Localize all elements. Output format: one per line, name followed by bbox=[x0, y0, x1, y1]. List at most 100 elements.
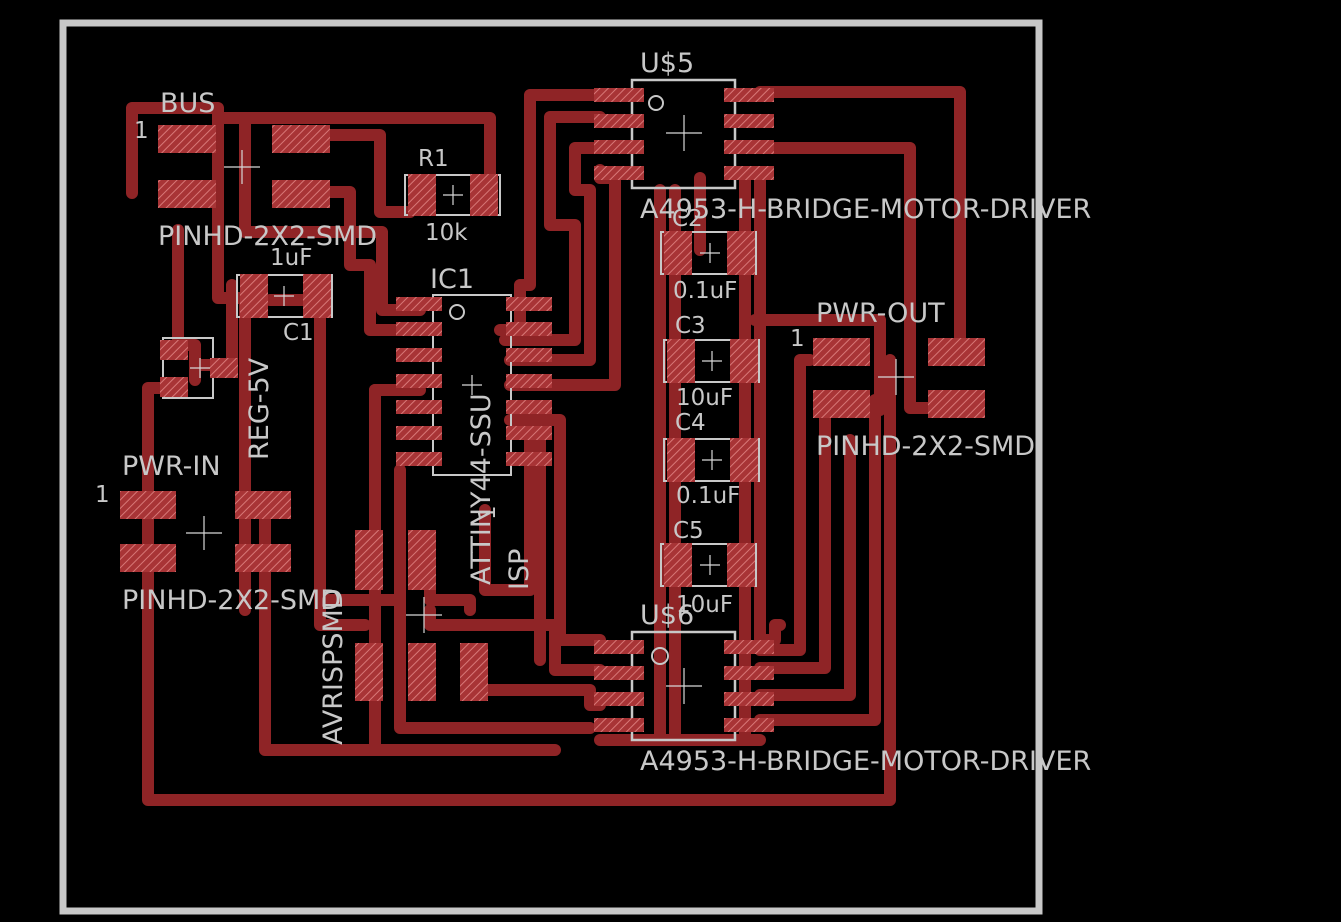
pad bbox=[120, 544, 176, 572]
c1-label: C1 bbox=[283, 320, 314, 346]
r1-label: R1 bbox=[418, 146, 449, 172]
trace bbox=[424, 604, 606, 676]
pwr-out-label: PWR-OUT bbox=[816, 298, 945, 329]
trace bbox=[754, 394, 881, 726]
pad bbox=[158, 180, 216, 208]
pad bbox=[355, 530, 383, 590]
pad bbox=[724, 140, 774, 154]
trace bbox=[259, 499, 561, 756]
pad bbox=[470, 174, 498, 216]
capacitor-c1: 1uF C1 bbox=[236, 245, 333, 346]
trace bbox=[212, 112, 496, 214]
u5-part-label: A4953-H-BRIDGE-MOTOR-DRIVER bbox=[640, 194, 1091, 225]
pad bbox=[210, 358, 238, 378]
trace bbox=[142, 354, 896, 806]
u5-motor-driver: U$5 A4953-H-BRIDGE-MOTOR-DRIVER bbox=[594, 48, 1091, 225]
reg-label: REG-5V bbox=[244, 357, 275, 460]
pad bbox=[158, 125, 216, 153]
pad bbox=[594, 666, 644, 680]
pwr-out-pin1-label: 1 bbox=[790, 326, 805, 352]
pad bbox=[396, 426, 442, 440]
pad bbox=[396, 400, 442, 414]
pwr-out-header: PWR-OUT 1 PINHD-2X2-SMD bbox=[790, 298, 1035, 462]
trace bbox=[754, 86, 966, 361]
avrisp-label: AVRISPSMD bbox=[318, 588, 349, 745]
pad bbox=[355, 643, 383, 701]
pwr-in-pin1-label: 1 bbox=[95, 482, 110, 508]
pad bbox=[594, 718, 644, 732]
c2-label: C2 bbox=[672, 206, 703, 232]
pad bbox=[724, 718, 774, 732]
isp-label: ISP bbox=[504, 549, 535, 590]
isp-pin1-label: 1 bbox=[475, 505, 501, 520]
pad bbox=[408, 643, 436, 701]
trace bbox=[284, 129, 416, 218]
trace bbox=[464, 684, 606, 711]
bus-package-label: PINHD-2X2-SMD bbox=[158, 221, 377, 252]
pad bbox=[396, 297, 442, 311]
pad bbox=[506, 322, 552, 336]
pad bbox=[724, 640, 774, 654]
pad bbox=[506, 426, 552, 440]
pwr-in-package-label: PINHD-2X2-SMD bbox=[122, 585, 341, 616]
c3-label: C3 bbox=[675, 313, 706, 339]
ic1-part-label: ATTINY44-SSU bbox=[466, 393, 497, 585]
trace bbox=[394, 464, 596, 734]
trace bbox=[754, 434, 856, 701]
pad bbox=[240, 274, 268, 318]
u6-label: U$6 bbox=[640, 600, 694, 631]
pad bbox=[235, 544, 291, 572]
pad bbox=[724, 114, 774, 128]
trace bbox=[264, 294, 371, 631]
pad bbox=[396, 348, 442, 362]
component-outline bbox=[236, 274, 333, 318]
c3-value-label: 10uF bbox=[676, 385, 733, 411]
pad bbox=[667, 339, 695, 383]
c1-value-label: 1uF bbox=[270, 245, 312, 271]
u5-label: U$5 bbox=[640, 48, 694, 79]
c4-label: C4 bbox=[675, 410, 706, 436]
capacitor-c4: C4 0.1uF bbox=[663, 410, 760, 509]
pwr-out-package-label: PINHD-2X2-SMD bbox=[816, 431, 1035, 462]
pad bbox=[727, 231, 755, 275]
pwr-in-header: PWR-IN 1 PINHD-2X2-SMD bbox=[95, 451, 341, 616]
pad bbox=[813, 390, 870, 418]
pad bbox=[667, 438, 695, 482]
capacitor-c2: C2 0.1uF bbox=[660, 206, 757, 304]
pad bbox=[664, 231, 692, 275]
pad bbox=[730, 438, 758, 482]
component-outline bbox=[660, 231, 757, 275]
pad bbox=[120, 491, 176, 519]
pad bbox=[730, 339, 758, 383]
board-outline bbox=[59, 19, 1043, 915]
pad bbox=[303, 274, 331, 318]
trace bbox=[504, 142, 606, 366]
trace bbox=[239, 112, 426, 316]
pad bbox=[724, 666, 774, 680]
pad bbox=[813, 338, 870, 366]
pad bbox=[928, 338, 985, 366]
trace bbox=[749, 314, 886, 416]
trace bbox=[284, 186, 426, 336]
isp-header: AVRISPSMD ISP 1 bbox=[318, 505, 535, 745]
pad bbox=[664, 543, 692, 587]
pad bbox=[396, 374, 442, 388]
pad bbox=[506, 348, 552, 362]
pad bbox=[594, 140, 644, 154]
u6-motor-driver: U$6 A4953-H-BRIDGE-MOTOR-DRIVER bbox=[594, 600, 1091, 777]
capacitor-c5: C5 10uF bbox=[660, 518, 757, 618]
pad bbox=[506, 374, 552, 388]
bus-label: BUS bbox=[160, 88, 215, 119]
ic1-label: IC1 bbox=[430, 264, 474, 295]
pad bbox=[396, 452, 442, 466]
pad bbox=[408, 530, 436, 590]
capacitor-c3: C3 10uF bbox=[663, 313, 760, 411]
pad bbox=[594, 114, 644, 128]
pad bbox=[396, 322, 442, 336]
pad bbox=[724, 88, 774, 102]
pad bbox=[594, 640, 644, 654]
trace bbox=[126, 102, 266, 304]
component-outline bbox=[630, 78, 737, 190]
pin1-marker bbox=[648, 95, 664, 111]
